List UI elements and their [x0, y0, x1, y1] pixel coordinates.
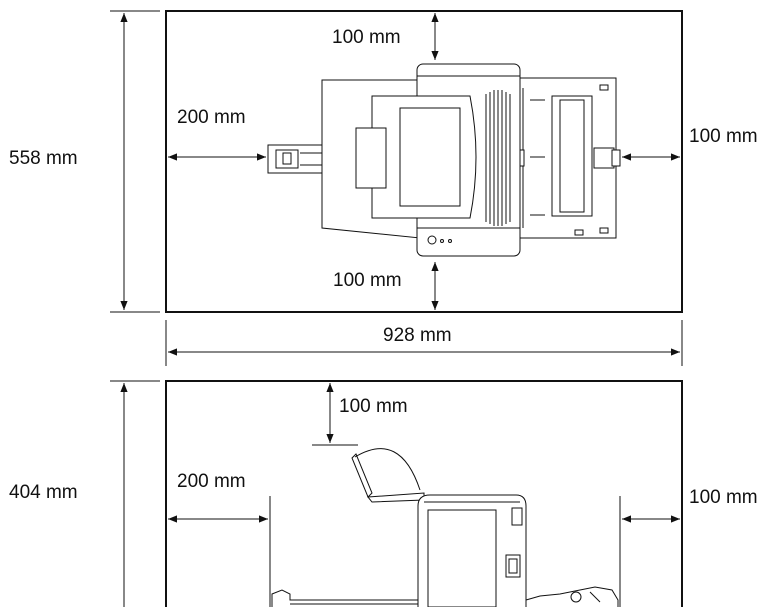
- top-left-clearance-label: 200 mm: [177, 107, 246, 128]
- top-right-clearance-label: 100 mm: [689, 126, 758, 147]
- top-view: [110, 10, 683, 366]
- printer-side-view-drawing: [271, 448, 619, 607]
- top-view-space-boundary: [165, 10, 683, 313]
- side-top-clearance-label: 100 mm: [339, 396, 408, 417]
- side-left-tray: [271, 589, 418, 607]
- side-view-space-boundary: [165, 380, 683, 607]
- side-left-clearance-label: 200 mm: [177, 471, 246, 492]
- side-view: [110, 380, 683, 607]
- side-view-height-label: 404 mm: [9, 482, 78, 503]
- top-front-clearance-label: 100 mm: [333, 270, 402, 291]
- printer-top-view-drawing: [267, 63, 621, 257]
- top-vent-lines: [485, 90, 511, 226]
- side-right-clearance-label: 100 mm: [689, 487, 758, 508]
- top-rear-clearance-label: 100 mm: [332, 27, 401, 48]
- dimension-labels: 558 mm 100 mm 200 mm 100 mm 100 mm 928 m…: [9, 27, 758, 508]
- side-flap-swing-arc: [354, 448, 421, 491]
- overall-width-label: 928 mm: [383, 325, 452, 346]
- top-view-height-label: 558 mm: [9, 148, 78, 169]
- side-output-flap: [351, 453, 373, 498]
- top-power-button: [427, 235, 437, 245]
